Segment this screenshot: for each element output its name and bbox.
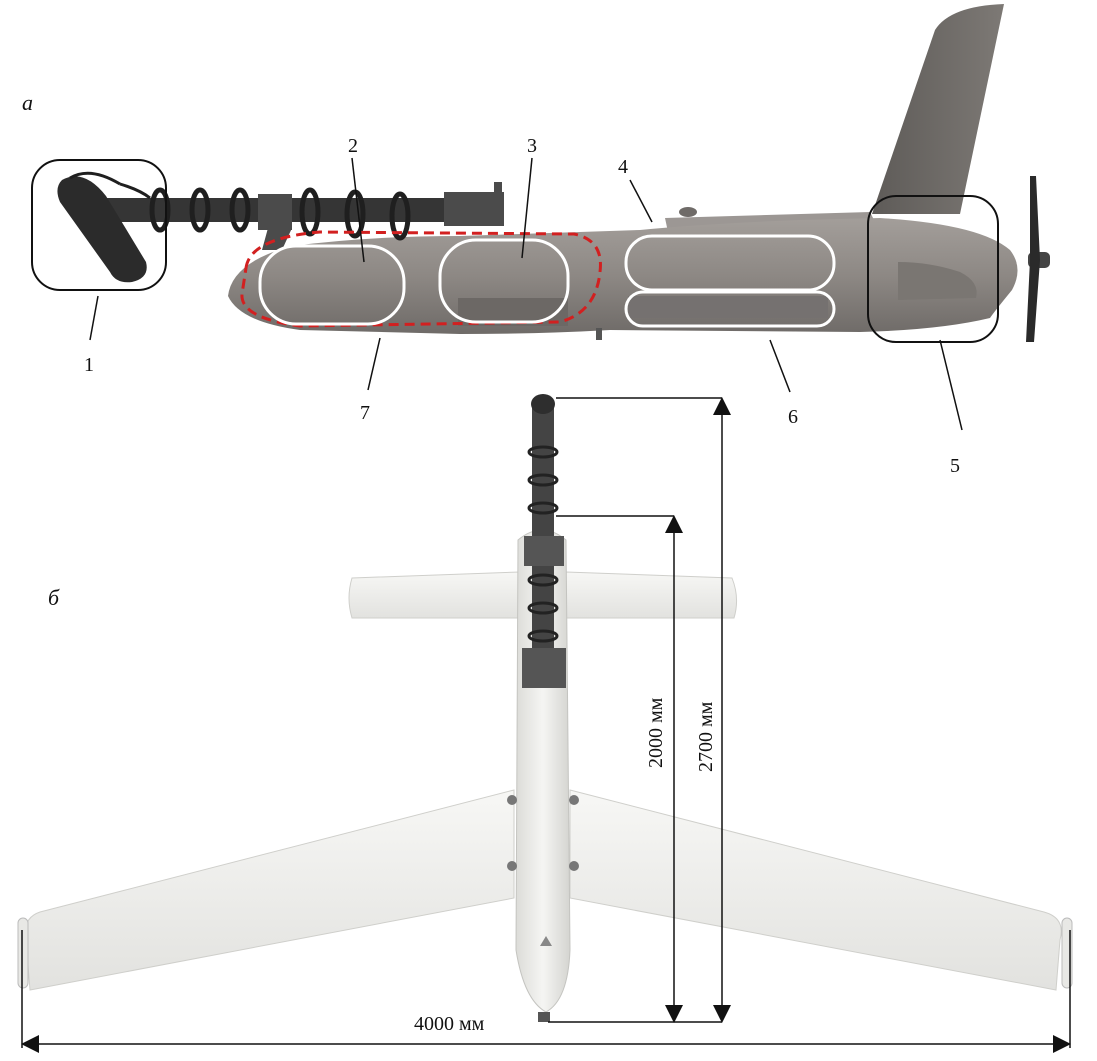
vertical-tail-fin <box>872 4 1004 214</box>
callout-2: 2 <box>348 135 358 157</box>
boom-strut <box>262 228 292 250</box>
boom-clip <box>494 182 502 192</box>
wing-attach-bolts <box>507 795 579 871</box>
callout-7: 7 <box>360 402 370 424</box>
ventral-antenna <box>596 328 602 340</box>
boom-mount-top-rear <box>522 648 566 688</box>
rear-air-intake <box>898 262 977 300</box>
panel-label-a: а <box>22 90 33 115</box>
dorsal-antenna <box>679 207 697 217</box>
horizontal-stabilizer-right <box>565 571 738 619</box>
callout-3: 3 <box>527 135 537 157</box>
zone-3 <box>438 238 570 324</box>
boom-mount-front <box>258 194 292 230</box>
top-view-panel: б <box>17 394 1073 1053</box>
left-wing <box>24 789 515 991</box>
zone-6 <box>624 290 836 328</box>
dimension-2000: 2000 мм <box>645 697 667 768</box>
right-wing <box>569 789 1062 991</box>
tail-tip-top <box>538 1012 550 1022</box>
callout-4: 4 <box>618 156 628 178</box>
zone-4 <box>624 234 836 292</box>
dimension-4000: 4000 мм <box>414 1013 485 1035</box>
dashed-zone-front <box>240 230 602 328</box>
horizontal-stabilizer <box>348 571 521 619</box>
dimension-2700: 2700 мм <box>695 701 717 772</box>
nose-marker <box>540 936 552 946</box>
boom-mount-top-front <box>524 536 564 566</box>
belly-panel <box>628 296 828 318</box>
zone-2 <box>258 244 406 326</box>
callout-box-engine <box>867 195 999 343</box>
dimension-lines <box>21 397 1071 1053</box>
sensor-head-top <box>531 394 555 414</box>
left-wingtip <box>17 917 29 989</box>
callout-5: 5 <box>950 455 960 477</box>
propeller-blade <box>1026 176 1040 342</box>
callout-1: 1 <box>84 354 94 376</box>
side-view-panel: а <box>22 4 1050 477</box>
boom-mount-rear <box>444 192 504 226</box>
leader-lines <box>89 157 963 431</box>
sensor-head <box>57 171 151 283</box>
panel-label-b: б <box>48 585 60 610</box>
callout-6: 6 <box>788 406 798 428</box>
callout-box-sensor <box>31 159 167 291</box>
coiled-cable <box>149 187 411 241</box>
boom-top <box>532 404 554 660</box>
coiled-cable-top <box>527 445 559 643</box>
